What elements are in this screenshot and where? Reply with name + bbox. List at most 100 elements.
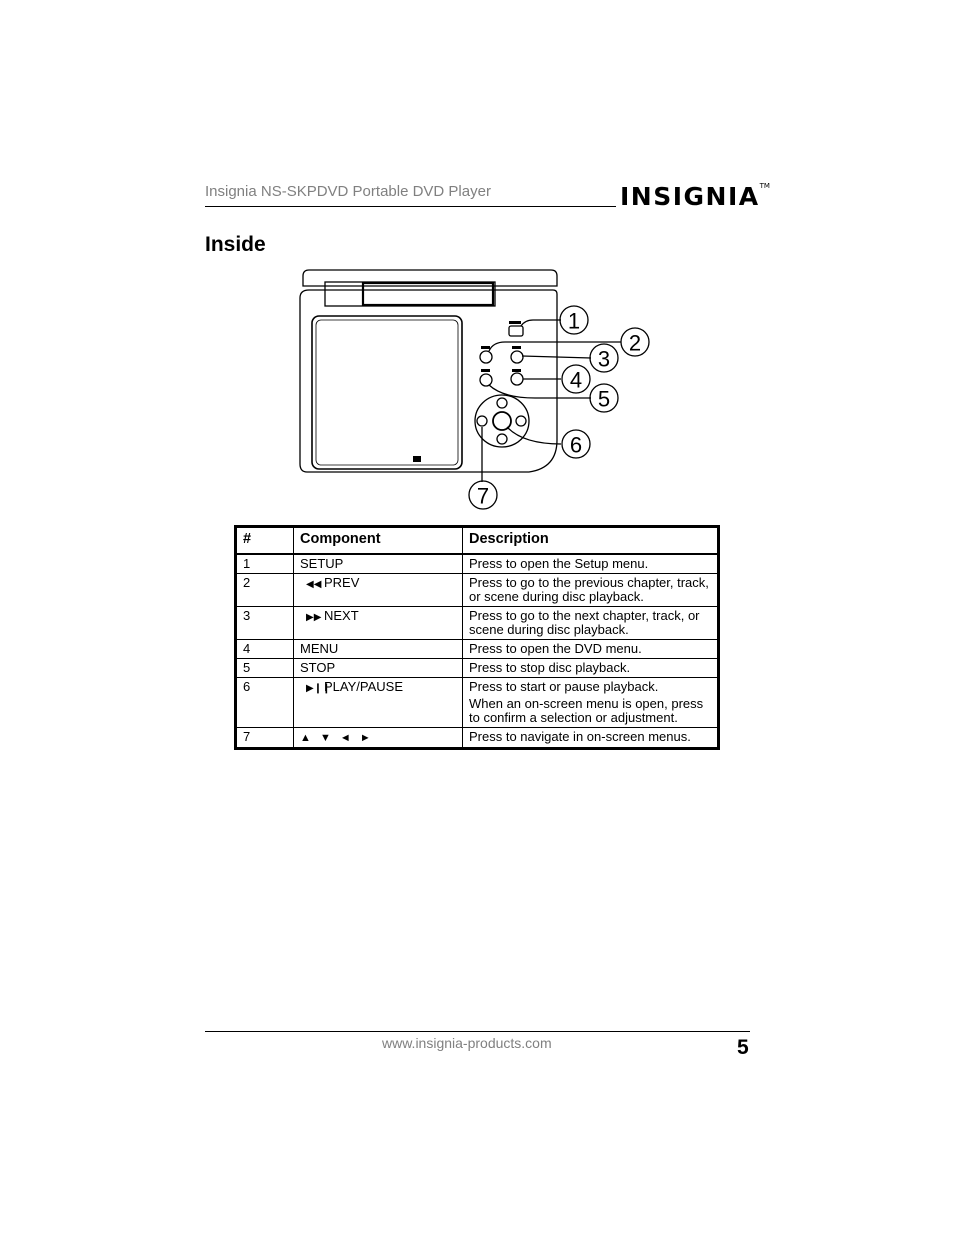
- logo-text: INSIGNIA: [620, 182, 760, 211]
- player-body: [299, 289, 558, 473]
- setup-button: [508, 325, 524, 337]
- hinge-handle: [361, 281, 495, 307]
- callout-number-1: 1: [568, 309, 580, 334]
- up-button: [496, 397, 508, 409]
- footer-url: www.insignia-products.com: [382, 1035, 552, 1051]
- row-component: ▲ ▼ ◄ ►: [293, 727, 463, 749]
- description-text: Press to go to the next chapter, track, …: [469, 608, 700, 637]
- setup-label: [509, 321, 521, 324]
- callout-circle-5: [589, 383, 619, 413]
- callout-number-7: 7: [477, 484, 489, 509]
- component-label: PREV: [324, 575, 360, 590]
- row-description: Press to navigate in on-screen menus.: [462, 727, 719, 749]
- description-text: Press to go to the previous chapter, tra…: [469, 575, 709, 604]
- left-button: [476, 415, 488, 427]
- callout-line-2: [488, 341, 621, 352]
- dvd-player-diagram: 1 2 3 4 5 6 7: [295, 268, 650, 518]
- logo-trademark: TM: [759, 182, 770, 190]
- callout-line-1: [520, 319, 561, 327]
- callout-circle-3: [589, 343, 619, 373]
- row-description: Press to stop disc playback.: [462, 658, 719, 678]
- play-pause-button: [492, 411, 512, 431]
- row-number: 6: [235, 677, 294, 728]
- description-text: Press to stop disc playback.: [469, 660, 631, 675]
- row-component: ▶▶NEXT: [293, 606, 463, 640]
- callout-circle-4: [561, 364, 591, 394]
- down-button: [496, 433, 508, 445]
- row-component: MENU: [293, 639, 463, 659]
- components-table: # Component Description 1 SETUP Press to…: [234, 525, 720, 750]
- table-row: 2 ◀◀PREV Press to go to the previous cha…: [235, 573, 719, 607]
- callout-circle-7: [468, 480, 498, 510]
- play-pause-icon: ▶❙❙: [306, 683, 331, 694]
- callout-line-3: [521, 355, 592, 359]
- prev-label: [481, 346, 490, 349]
- callout-number-5: 5: [598, 387, 610, 412]
- stop-button: [479, 373, 493, 387]
- row-description: Press to open the DVD menu.: [462, 639, 719, 659]
- table-row: 1 SETUP Press to open the Setup menu.: [235, 553, 719, 574]
- menu-label: [512, 369, 521, 372]
- description-text: Press to navigate in on-screen menus.: [469, 729, 691, 744]
- footer-divider: [205, 1031, 750, 1032]
- screen-glass: [315, 319, 459, 466]
- callout-number-4: 4: [570, 368, 582, 393]
- menu-button: [510, 372, 524, 386]
- row-number: 5: [235, 658, 294, 678]
- header-component: Component: [293, 526, 463, 555]
- callout-number-6: 6: [570, 433, 582, 458]
- page-number: 5: [737, 1036, 749, 1059]
- row-component: ▶❙❙PLAY/PAUSE: [293, 677, 463, 728]
- document-header-title: Insignia NS-SKPDVD Portable DVD Player: [205, 183, 491, 200]
- description-text: When an on-screen menu is open, press to…: [469, 696, 704, 725]
- description-text: Press to start or pause playback.: [469, 679, 659, 694]
- description-text: Press to open the DVD menu.: [469, 641, 642, 656]
- component-label: NEXT: [324, 608, 359, 623]
- insignia-logo: INSIGNIATM: [620, 182, 770, 211]
- row-component: STOP: [293, 658, 463, 678]
- table-row: 6 ▶❙❙PLAY/PAUSE Press to start or pause …: [235, 677, 719, 728]
- row-number: 4: [235, 639, 294, 659]
- screen-label: [413, 456, 421, 462]
- callout-circle-6: [561, 429, 591, 459]
- description-text: Press to open the Setup menu.: [469, 556, 649, 571]
- callout-circle-1: [559, 305, 589, 335]
- navigation-arrows-icon: ▲ ▼ ◄ ►: [300, 732, 374, 744]
- row-number: 7: [235, 727, 294, 749]
- row-description: Press to go to the next chapter, track, …: [462, 606, 719, 640]
- section-title: Inside: [205, 233, 266, 256]
- row-number: 1: [235, 553, 294, 574]
- row-component: SETUP: [293, 553, 463, 574]
- callout-circle-2: [620, 327, 650, 357]
- table-row: 7 ▲ ▼ ◄ ► Press to navigate in on-screen…: [235, 727, 719, 749]
- row-description: Press to open the Setup menu.: [462, 553, 719, 574]
- row-description: Press to go to the previous chapter, tra…: [462, 573, 719, 607]
- screen-frame: [311, 315, 463, 470]
- table-header-row: # Component Description: [235, 526, 719, 555]
- table-row: 3 ▶▶NEXT Press to go to the next chapter…: [235, 606, 719, 640]
- row-number: 2: [235, 573, 294, 607]
- callout-line-6: [506, 426, 562, 445]
- dvd-player-illustration: 1 2 3 4 5 6 7: [299, 269, 650, 510]
- header-divider: [205, 206, 616, 207]
- callout-number-2: 2: [629, 331, 641, 356]
- header-num: #: [235, 526, 294, 555]
- row-component: ◀◀PREV: [293, 573, 463, 607]
- row-description: Press to start or pause playback. When a…: [462, 677, 719, 728]
- header-description: Description: [462, 526, 719, 555]
- component-label: SETUP: [300, 556, 344, 571]
- next-label: [512, 346, 521, 349]
- table-row: 4 MENU Press to open the DVD menu.: [235, 639, 719, 659]
- right-button: [515, 415, 527, 427]
- next-button: [510, 350, 524, 364]
- callout-number-3: 3: [598, 347, 610, 372]
- prev-button: [479, 350, 493, 364]
- callout-line-5: [488, 384, 591, 399]
- component-label: MENU: [300, 641, 339, 656]
- next-icon: ▶▶: [306, 612, 322, 623]
- stop-label: [481, 369, 490, 372]
- component-label: STOP: [300, 660, 336, 675]
- navigation-pad: [474, 394, 530, 448]
- table-row: 5 STOP Press to stop disc playback.: [235, 658, 719, 678]
- row-number: 3: [235, 606, 294, 640]
